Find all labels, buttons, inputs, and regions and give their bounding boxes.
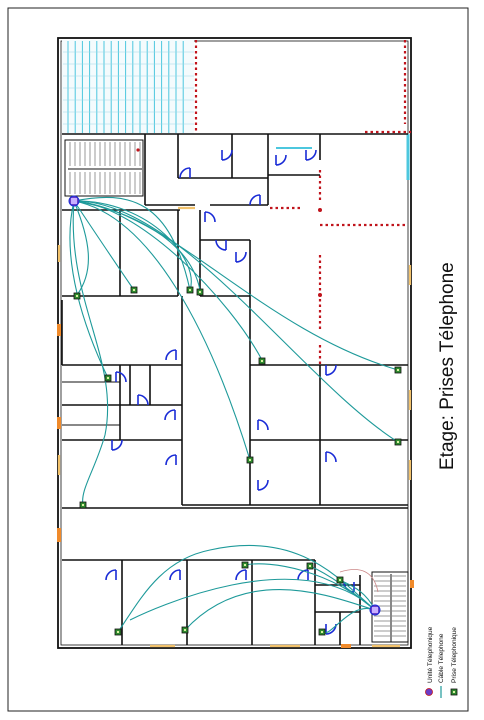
door-swing (164, 409, 176, 421)
telephone-socket-icon (114, 628, 122, 636)
door-swing (325, 364, 337, 376)
telephone-socket-icon (394, 366, 402, 374)
door-swing (325, 451, 337, 463)
telephone-socket-icon (336, 576, 344, 584)
telephone-socket-icon (130, 286, 138, 294)
door-swing (235, 251, 247, 263)
telephone-socket-icon (104, 374, 112, 382)
telephone-socket-icon (196, 288, 204, 296)
telephone-socket-icon (306, 562, 314, 570)
door-swing (165, 349, 177, 361)
legend-unit-icon (425, 688, 433, 696)
telephone-sockets (73, 286, 402, 636)
legend-label-unit: Unité Télephonique (427, 626, 434, 683)
staircase-top-left (64, 139, 144, 197)
telephone-socket-icon (246, 456, 254, 464)
legend-socket-icon (450, 688, 458, 696)
door-swing (235, 569, 247, 581)
legend: Unité Télephonique Câble Télephone Prise… (425, 626, 458, 698)
windows (57, 206, 412, 648)
door-swing (275, 154, 287, 166)
telephone-socket-icon (186, 286, 194, 294)
telephone-socket-icon (181, 626, 189, 634)
telephone-socket-icon (79, 501, 87, 509)
red-dot-markers (136, 148, 322, 297)
door-swing (257, 419, 269, 431)
legend-label-cable: Câble Télephone (438, 633, 445, 683)
door-swing (221, 149, 233, 161)
telephone-socket-icon (73, 292, 81, 300)
interior-walls (61, 133, 408, 645)
telephone-unit-bottom (369, 604, 381, 616)
door-swing (111, 439, 123, 451)
door-swing (215, 239, 227, 251)
legend-label-socket: Prise Télephonique (451, 627, 458, 683)
telephone-socket-icon (258, 357, 266, 365)
telephone-socket-icon (394, 438, 402, 446)
door-swing (115, 371, 127, 383)
sheet-border (7, 7, 469, 712)
building-outline (57, 37, 412, 649)
plan-title: Etage: Prises Télephone (437, 262, 458, 470)
door-swing (249, 194, 261, 206)
glass-hatch-area (62, 40, 194, 134)
orange-openings (57, 324, 414, 648)
staircase-bottom-right (339, 569, 409, 643)
telephone-unit-top (68, 195, 80, 207)
door-swing (179, 167, 191, 179)
door-swing (169, 569, 181, 581)
door-swing (137, 394, 149, 406)
door-swing (305, 149, 317, 161)
door-swing (105, 569, 117, 581)
red-dashed-boundaries (194, 40, 411, 365)
telephone-socket-icon (318, 628, 326, 636)
door-swing (204, 211, 216, 223)
doors (105, 149, 355, 635)
door-swing (165, 454, 177, 466)
telephone-socket-icon (241, 561, 249, 569)
telephone-cables (69, 196, 399, 634)
door-swing (257, 479, 269, 491)
